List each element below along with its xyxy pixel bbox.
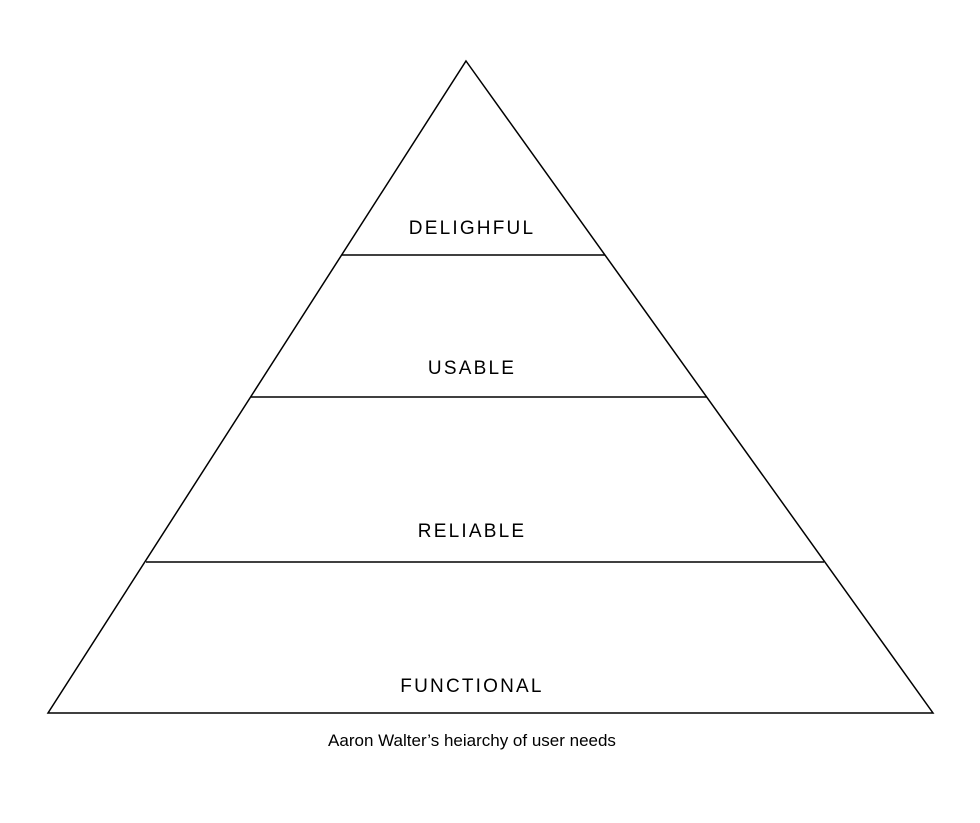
- level-label-usable: USABLE: [428, 358, 516, 379]
- diagram-caption: Aaron Walter’s heiarchy of user needs: [328, 731, 616, 750]
- level-label-delightful: DELIGHFUL: [409, 218, 535, 239]
- pyramid-outline: [46, 59, 935, 714]
- level-label-functional: FUNCTIONAL: [400, 676, 543, 697]
- level-label-reliable: RELIABLE: [418, 521, 526, 542]
